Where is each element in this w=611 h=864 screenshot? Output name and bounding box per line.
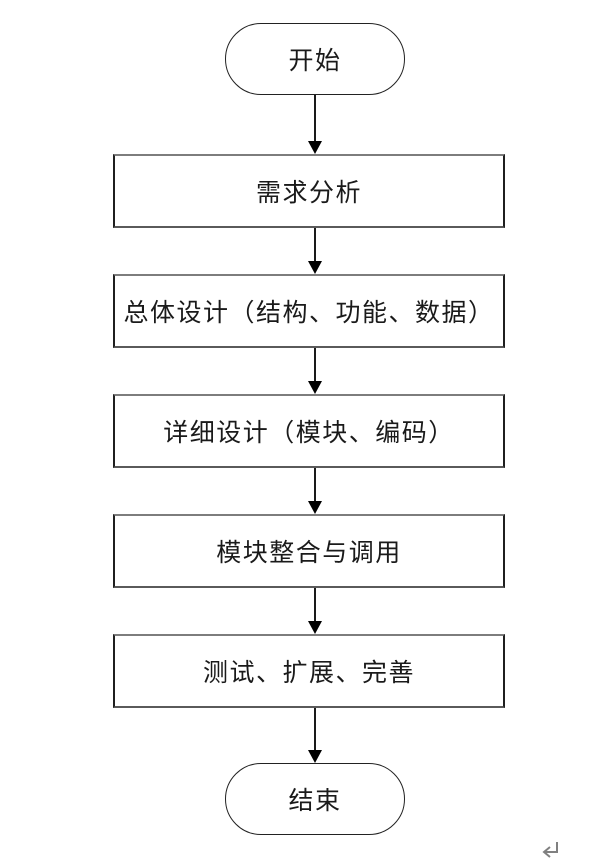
arrowhead-icon [308,261,322,274]
flow-node-detailed-design: 详细设计（模块、编码） [113,394,505,468]
connector-line [314,348,316,381]
flow-node-testing: 测试、扩展、完善 [113,634,505,708]
arrow-down-connector-6 [308,708,322,763]
arrowhead-icon [308,621,322,634]
connector-line [314,95,316,141]
arrow-down-connector-5 [308,588,322,634]
flow-node-start: 开始 [225,23,405,95]
node-label: 需求分析 [255,178,362,207]
connector-line [314,588,316,621]
arrow-down-connector-2 [308,228,322,274]
node-label: 结束 [288,786,342,815]
connector-line [314,708,316,750]
flow-node-module-integration: 模块整合与调用 [113,514,505,588]
node-label: 模块整合与调用 [216,538,402,567]
node-label: 总体设计（结构、功能、数据） [123,298,495,327]
flow-node-end: 结束 [225,763,405,835]
node-label: 测试、扩展、完善 [202,658,415,687]
node-label: 详细设计（模块、编码） [163,418,455,447]
node-label: 开始 [288,46,342,75]
arrowhead-icon [308,501,322,514]
connector-line [314,468,316,501]
arrow-down-connector-4 [308,468,322,514]
arrowhead-icon [308,750,322,763]
arrowhead-icon [308,141,322,154]
arrowhead-icon [308,381,322,394]
paragraph-return-icon [542,842,558,858]
connector-line [314,228,316,261]
arrow-down-connector-3 [308,348,322,394]
flow-node-requirements: 需求分析 [113,154,505,228]
arrow-down-connector-1 [308,95,322,154]
flow-node-overall-design: 总体设计（结构、功能、数据） [113,274,505,348]
